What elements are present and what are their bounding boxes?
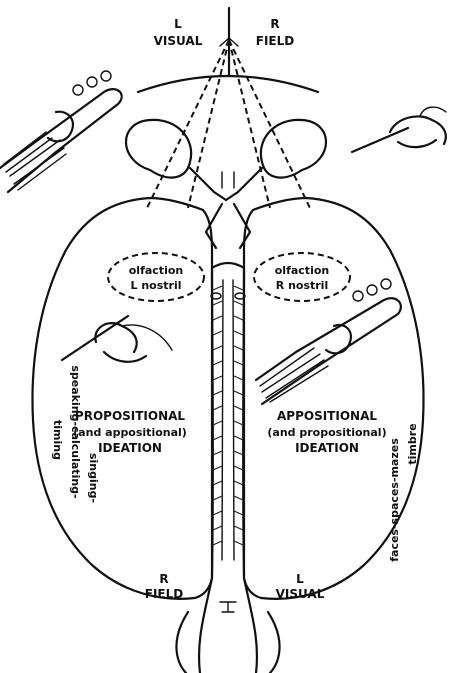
- left-ideation-sub: (and appositional): [73, 426, 187, 439]
- top-left-field-word: VISUAL: [154, 34, 203, 48]
- left-ideation-word: IDEATION: [98, 441, 162, 455]
- visual-line-right-outer: [229, 40, 310, 208]
- bottom-right-field-word: VISUAL: [276, 587, 325, 601]
- cerebellum-left: [176, 612, 188, 673]
- olfaction-right-region: [254, 253, 350, 301]
- right-margin-timbre: timbre: [406, 423, 419, 464]
- visual-line-left-outer: [147, 40, 229, 208]
- bottom-left-field-word: FIELD: [145, 587, 184, 601]
- left-margin-speaking: speaking-calculating-: [69, 365, 82, 498]
- left-eyeball: [126, 120, 191, 178]
- olfaction-left-nostril: L nostril: [131, 279, 182, 292]
- callosum-right-edge: [243, 270, 244, 575]
- visual-line-left-inner: [188, 40, 229, 208]
- hand-left-hemisphere-icon: [62, 316, 172, 362]
- optic-tract-right: [234, 204, 250, 248]
- callosum-left-edge: [212, 270, 213, 575]
- callosum-center-right: [233, 280, 234, 560]
- cerebellum-right: [268, 612, 280, 673]
- visual-line-right-inner: [229, 40, 270, 208]
- olfaction-left-region: [108, 253, 204, 301]
- right-ideation-word: IDEATION: [295, 441, 359, 455]
- left-ideation-title: PROPOSITIONAL: [75, 409, 186, 423]
- right-eyeball: [261, 120, 326, 178]
- pons-mark: [220, 602, 236, 612]
- visual-field-arc: [138, 76, 318, 92]
- callosum-center-left: [222, 280, 223, 560]
- olfaction-left-label: olfaction: [129, 264, 183, 277]
- commissure-hatching: [213, 286, 243, 545]
- hand-upper-right-icon: [352, 107, 446, 152]
- left-margin-singing: singing-: [87, 453, 100, 503]
- optic-nerve-left: [190, 168, 226, 200]
- olfaction-right-label: olfaction: [275, 264, 329, 277]
- top-left-field-letter: L: [174, 17, 182, 31]
- olfaction-right-nostril: R nostril: [276, 279, 328, 292]
- right-margin-faces: faces-spaces-mazes: [388, 438, 401, 562]
- top-right-field-letter: R: [270, 17, 279, 31]
- callosum-top: [212, 263, 244, 268]
- right-ideation-title: APPOSITIONAL: [277, 409, 377, 423]
- optic-nerve-right: [226, 168, 262, 200]
- top-right-field-word: FIELD: [256, 34, 295, 48]
- hand-upper-left-icon: [0, 71, 122, 192]
- chiasm-notch: [222, 172, 234, 188]
- bottom-left-field-letter: R: [159, 572, 168, 586]
- optic-tract-left: [206, 204, 222, 248]
- bottom-right-field-letter: L: [296, 572, 304, 586]
- left-margin-timing: timing: [51, 420, 64, 460]
- right-ideation-sub: (and propositional): [267, 426, 386, 439]
